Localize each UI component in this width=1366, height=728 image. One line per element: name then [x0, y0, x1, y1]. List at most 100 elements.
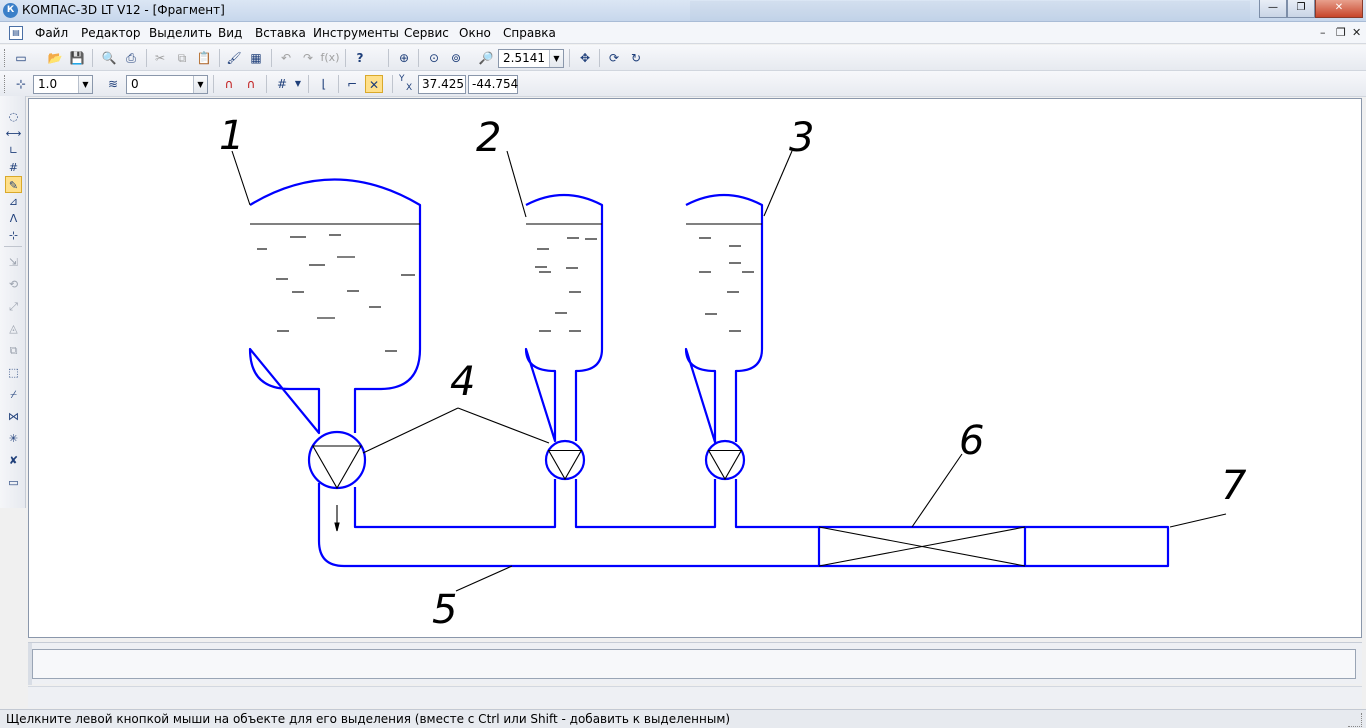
- move-icon[interactable]: ⇲: [8, 256, 19, 269]
- local-snap-icon[interactable]: ∩: [246, 77, 256, 91]
- chevron-down-icon[interactable]: ▼: [78, 76, 92, 93]
- geometry-icon[interactable]: ◌: [8, 110, 19, 123]
- formula-icon[interactable]: f(x): [320, 51, 340, 64]
- regenerate-icon[interactable]: ↻: [630, 51, 642, 65]
- undo-icon[interactable]: ↶: [280, 51, 292, 65]
- mdi-restore-button[interactable]: ❐: [1336, 26, 1346, 39]
- measure-icon[interactable]: Ʌ: [9, 212, 18, 225]
- copy-objects-icon[interactable]: ⧉: [9, 344, 18, 357]
- background-window-ghost: [690, 1, 1250, 21]
- toolbar-separator: [599, 49, 600, 67]
- minimize-button[interactable]: —: [1259, 0, 1287, 18]
- save-icon[interactable]: 💾: [69, 51, 85, 65]
- zoom-in-icon[interactable]: 🔎: [478, 51, 494, 65]
- menu-service[interactable]: Сервис: [404, 26, 449, 40]
- toolbar-grip[interactable]: [4, 49, 7, 67]
- new-document-icon[interactable]: ▭: [15, 51, 27, 65]
- pump-3: [704, 439, 746, 481]
- position-label-5: 5: [432, 587, 457, 633]
- chevron-down-icon[interactable]: ▼: [193, 76, 207, 93]
- flow-arrowhead: [334, 522, 340, 532]
- chevron-down-icon[interactable]: ▼: [294, 79, 302, 88]
- coord-x-field[interactable]: 37.425: [418, 75, 466, 94]
- grid-icon[interactable]: #: [276, 77, 288, 91]
- scale-icon[interactable]: ⤢: [9, 300, 18, 313]
- refresh-icon[interactable]: ⟳: [608, 51, 620, 65]
- restore-button[interactable]: ❐: [1287, 0, 1315, 18]
- mdi-minimize-button[interactable]: –: [1320, 26, 1326, 39]
- menu-window[interactable]: Окно: [459, 26, 491, 40]
- parametrization-icon[interactable]: ⊿: [8, 195, 19, 208]
- menu-tools[interactable]: Инструменты: [313, 26, 399, 40]
- menu-file[interactable]: Файл: [35, 26, 69, 40]
- coordinate-system-icon[interactable]: ⌊: [321, 77, 327, 91]
- select-icon[interactable]: ⊹: [8, 229, 19, 242]
- panel-grip[interactable]: [28, 643, 32, 685]
- split-icon[interactable]: ✳: [8, 432, 19, 445]
- ortho-mode-icon[interactable]: ⌐: [346, 77, 358, 91]
- close-button[interactable]: ✕: [1315, 0, 1363, 18]
- menu-insert[interactable]: Вставка: [255, 26, 306, 40]
- hatch-grid-icon[interactable]: #: [8, 161, 19, 174]
- window-title: КОМПАС-3D LT V12 - [Фрагмент]: [22, 3, 225, 17]
- designations-icon[interactable]: ∟: [8, 144, 19, 157]
- step-cursor-icon[interactable]: ⊹: [15, 77, 27, 91]
- redo-icon[interactable]: ↷: [302, 51, 314, 65]
- pan-icon[interactable]: ✥: [579, 51, 591, 65]
- menu-bar: ▤ Файл Редактор Выделить Вид Вставка Инс…: [0, 22, 1366, 44]
- deform-icon[interactable]: ⬚: [8, 366, 19, 379]
- insert-icon[interactable]: ▭: [8, 476, 19, 489]
- document-icon[interactable]: ▤: [9, 26, 23, 40]
- rotate-icon[interactable]: ⟲: [8, 278, 19, 291]
- open-icon[interactable]: 📂: [47, 51, 63, 65]
- toolbar-separator: [392, 75, 393, 93]
- layers-icon[interactable]: ≋: [107, 77, 119, 91]
- toolbar-separator: [219, 49, 220, 67]
- edit-icon[interactable]: ✎: [5, 176, 22, 193]
- leader-line-1: [231, 150, 251, 206]
- position-label-7: 7: [1221, 463, 1247, 509]
- copy-icon[interactable]: ⧉: [177, 51, 187, 65]
- snap-magnet-icon[interactable]: ∩: [224, 77, 234, 91]
- zoom-window-icon[interactable]: ⊕: [398, 51, 410, 65]
- symmetry-icon[interactable]: ◬: [9, 322, 18, 335]
- zoom-all-icon[interactable]: ⊙: [428, 51, 440, 65]
- help-pointer-icon[interactable]: ?: [356, 51, 364, 65]
- menu-editor[interactable]: Редактор: [81, 26, 141, 40]
- pump-2-triangle: [547, 449, 583, 481]
- print-icon[interactable]: ⎙: [126, 51, 136, 65]
- trim-icon[interactable]: ⌿: [10, 388, 17, 401]
- menu-view[interactable]: Вид: [218, 26, 243, 40]
- toolbar-grip[interactable]: [4, 75, 7, 93]
- dimensions-icon[interactable]: ⟷: [5, 127, 22, 140]
- step-combo[interactable]: 1.0 ▼: [33, 75, 93, 94]
- cut-icon[interactable]: ✂: [154, 51, 166, 65]
- resize-grip[interactable]: [1348, 713, 1362, 727]
- step-value: 1.0: [38, 77, 58, 91]
- break-icon[interactable]: ⋈: [8, 410, 19, 423]
- standard-toolbar: ▭ 📂 💾 🔍 ⎙ ✂ ⧉ 📋 🖌 ▦ ↶ ↷ f(x) ? ⊕ ⊙ ⊚ 🔎 2…: [0, 45, 1366, 71]
- leader-line-4: [362, 407, 550, 454]
- zoom-combo[interactable]: 2.5141 ▼: [498, 49, 564, 68]
- menu-help[interactable]: Справка: [503, 26, 556, 40]
- menu-select[interactable]: Выделить: [149, 26, 212, 40]
- print-preview-icon[interactable]: 🔍: [101, 51, 117, 65]
- delete-icon[interactable]: ✘: [8, 454, 19, 467]
- format-painter-icon[interactable]: 🖌: [226, 51, 242, 65]
- mdi-close-button[interactable]: ✕: [1352, 26, 1362, 39]
- toolbar-separator: [338, 75, 339, 93]
- title-bar: К КОМПАС-3D LT V12 - [Фрагмент] — ❐ ✕: [0, 0, 1366, 22]
- round-coords-icon[interactable]: ✕: [365, 75, 383, 93]
- position-label-6: 6: [959, 418, 984, 464]
- zoom-fit-icon[interactable]: ⊚: [450, 51, 462, 65]
- special-control-bar: [28, 686, 1362, 708]
- toolbar-separator: [271, 49, 272, 67]
- layer-combo[interactable]: 0 ▼: [126, 75, 208, 94]
- position-label-1: 1: [219, 113, 244, 159]
- chevron-down-icon[interactable]: ▼: [549, 50, 563, 67]
- coord-y-field[interactable]: -44.754: [468, 75, 518, 94]
- paste-icon[interactable]: 📋: [196, 51, 212, 65]
- properties-icon[interactable]: ▦: [250, 51, 262, 65]
